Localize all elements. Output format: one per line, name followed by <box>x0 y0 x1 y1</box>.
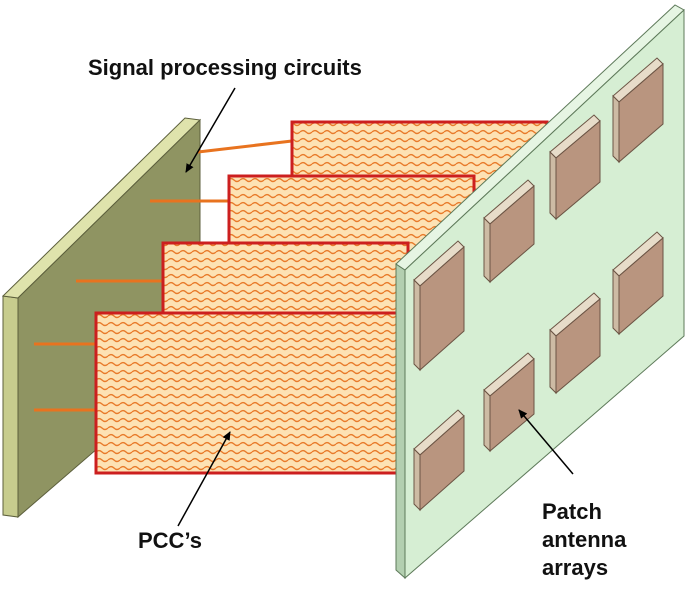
patch-antenna <box>549 114 601 221</box>
patch-antenna <box>612 231 664 336</box>
arrow-pointer <box>518 409 574 475</box>
patch-antennas <box>413 57 664 512</box>
patch-label-line-1: Patch <box>542 499 602 524</box>
antenna-board-edge <box>395 263 406 580</box>
patch-antenna <box>413 240 465 372</box>
patch-antenna-label: Patch antenna arrays <box>542 498 626 582</box>
pcc-label: PCC’s <box>138 528 202 553</box>
arrow-pointer <box>177 431 231 527</box>
pointer-arrows <box>177 87 574 527</box>
patch-antenna <box>483 352 535 453</box>
connectors <box>34 139 293 412</box>
connector-1 <box>197 139 293 154</box>
patch-antenna <box>549 292 601 395</box>
arrow-pointer <box>185 87 236 173</box>
patch-label-line-2: antenna <box>542 527 627 552</box>
board-front-edge <box>2 295 19 518</box>
signal-processing-label: Signal processing circuits <box>88 55 362 80</box>
patch-antenna <box>413 409 465 512</box>
pcc-board-4 <box>94 311 404 475</box>
patch-antenna <box>483 179 535 284</box>
patch-label-line-3: arrays <box>542 555 609 580</box>
patch-antenna <box>612 57 664 164</box>
